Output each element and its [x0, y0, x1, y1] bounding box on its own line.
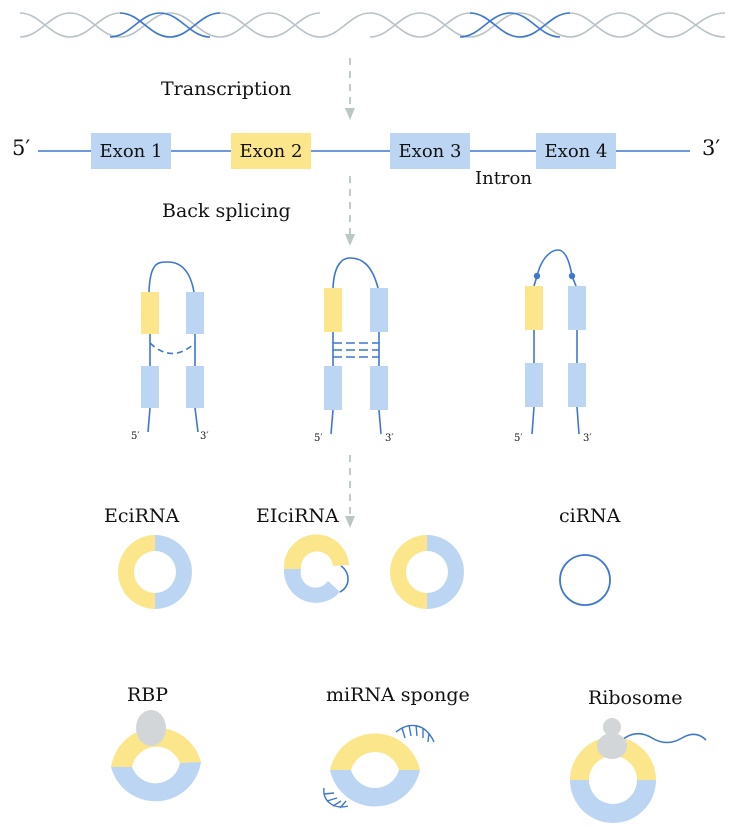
rbp-ring — [111, 710, 201, 802]
exon-2-label: Exon 2 — [239, 140, 303, 162]
eicirna-open-ring — [283, 534, 349, 603]
exon-3-label: Exon 3 — [398, 140, 462, 162]
ribosome-ring — [570, 718, 707, 823]
five-prime-label: 5′ — [12, 136, 31, 160]
exon-4: Exon 4 — [536, 133, 616, 169]
rbp-label: RBP — [127, 684, 169, 706]
cirna-label: ciRNA — [559, 505, 621, 527]
hairpin-2-five-prime: 5′ — [314, 433, 323, 444]
eicirna-label: EIciRNA — [256, 505, 339, 527]
exon-1-label: Exon 1 — [99, 140, 163, 162]
exon-2: Exon 2 — [231, 133, 311, 169]
three-prime-label: 3′ — [702, 136, 721, 160]
dna-helix — [19, 12, 726, 38]
exon-4-label: Exon 4 — [544, 140, 608, 162]
eicirna-closed-ring — [390, 535, 464, 609]
exon-3: Exon 3 — [390, 133, 470, 169]
mirna-sponge-label: miRNA sponge — [326, 684, 470, 706]
hairpin-ecirna — [141, 261, 204, 433]
hairpin-cirna — [525, 249, 586, 435]
mirna-icon — [323, 787, 349, 809]
ribosome-label: Ribosome — [588, 687, 683, 709]
hairpin-3-five-prime: 5′ — [514, 433, 523, 444]
step-transcription-label: Transcription — [161, 78, 292, 100]
hairpin-eicirna — [324, 257, 388, 435]
peptide-chain-icon — [621, 732, 707, 744]
rbp-protein-icon — [136, 710, 166, 746]
hairpin-3-three-prime: 3′ — [583, 433, 592, 444]
step-back-splicing-label: Back splicing — [162, 200, 291, 222]
intron-label: Intron — [475, 168, 532, 189]
cirna-ring — [559, 554, 611, 606]
mirna-icon — [395, 724, 435, 743]
ribosome-large-subunit-icon — [597, 733, 627, 759]
ecirna-ring — [118, 535, 192, 609]
hairpin-2-three-prime: 3′ — [385, 433, 394, 444]
mirna-sponge-ring — [323, 724, 435, 809]
ribosome-small-subunit-icon — [603, 718, 621, 736]
ecirna-label: EciRNA — [104, 505, 180, 527]
exon-1: Exon 1 — [91, 133, 171, 169]
hairpin-1-three-prime: 3′ — [200, 431, 209, 442]
hairpin-1-five-prime: 5′ — [131, 431, 140, 442]
